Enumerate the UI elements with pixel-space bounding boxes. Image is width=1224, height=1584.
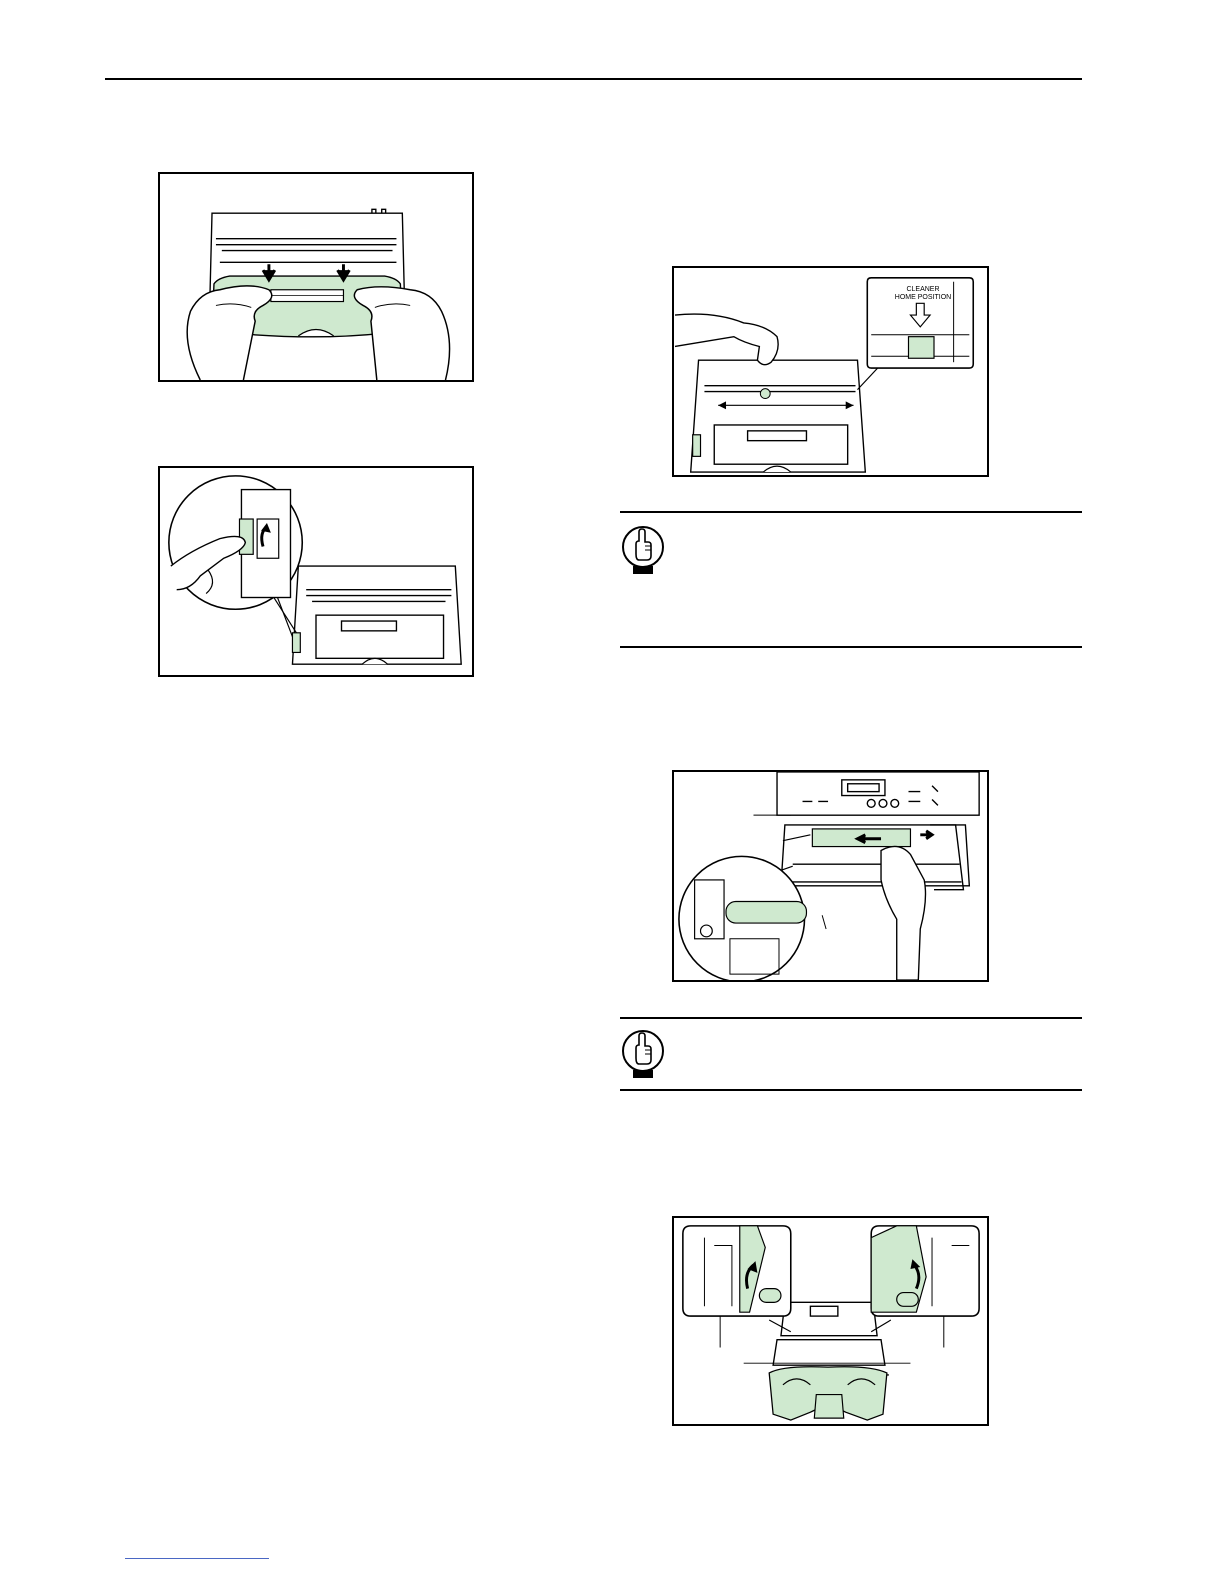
lever-arrow-icon (160, 468, 472, 675)
note-2-top-rule (620, 1017, 1082, 1019)
pointing-hand-icon (620, 524, 666, 576)
header-rule (105, 78, 1082, 80)
figure-charger-cleaning (672, 770, 989, 982)
figure-cleaner-home-position: CLEANER HOME POSITION (672, 266, 989, 477)
pointing-hand-icon (620, 1028, 666, 1080)
callout-label-cleaner: CLEANER (878, 286, 968, 294)
note-1-bottom-rule (620, 646, 1082, 648)
footer-link-rule (125, 1558, 269, 1559)
printer-hands-icon (160, 174, 472, 380)
figure-lever-closeup (158, 466, 474, 677)
callout-label-home-position: HOME POSITION (878, 294, 968, 302)
charger-roller-icon (674, 772, 987, 980)
note-1-top-rule (620, 511, 1082, 513)
note-2-bottom-rule (620, 1089, 1082, 1091)
drum-unit-icon (674, 1218, 987, 1424)
figure-hands-pressing-levers (158, 172, 474, 382)
figure-drum-install (672, 1216, 989, 1426)
